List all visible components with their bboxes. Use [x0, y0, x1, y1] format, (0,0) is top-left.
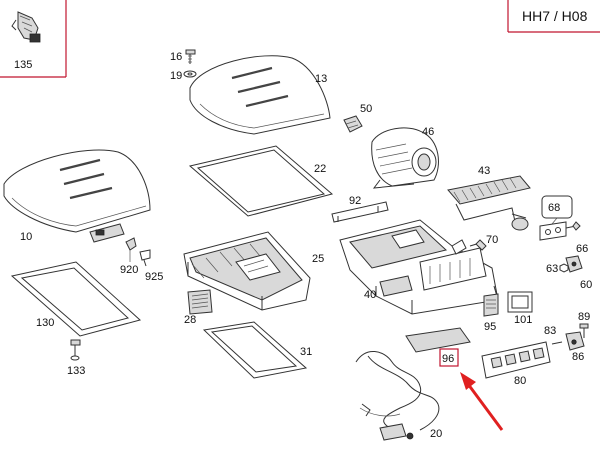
part-panel-80 [481, 341, 551, 379]
callout-101: 101 [514, 314, 532, 326]
callout-20: 20 [430, 428, 442, 440]
callout-133: 133 [67, 365, 85, 377]
part-harness-20 [355, 351, 440, 441]
part-bracket-92 [331, 201, 389, 223]
callout-50: 50 [360, 103, 372, 115]
part-panel-101 [507, 291, 533, 313]
callout-25: 25 [312, 253, 324, 265]
callout-83: 83 [544, 325, 556, 337]
callout-80: 80 [514, 375, 526, 387]
callout-16: 16 [170, 51, 182, 63]
callout-925: 925 [145, 271, 163, 283]
part-gasket-22 [188, 145, 334, 217]
part-screw-16 [185, 49, 196, 64]
model-code-box: HH7 / H08 [507, 0, 600, 33]
part-pad-96 [405, 327, 471, 353]
callout-70: 70 [486, 234, 498, 246]
callout-96: 96 [442, 353, 454, 365]
part-gasket-31 [202, 321, 308, 379]
callout-46: 46 [422, 126, 434, 138]
part-screw-133 [70, 339, 81, 361]
callout-10: 10 [20, 231, 32, 243]
callout-95: 95 [484, 321, 496, 333]
part-housing-25 [183, 231, 311, 311]
part-cover-10 [3, 149, 151, 243]
callout-68: 68 [548, 202, 560, 214]
part-heater-43 [447, 175, 531, 231]
callout-43: 43 [478, 165, 490, 177]
part-actuator-86 [565, 331, 585, 351]
inset-part-icon [11, 11, 41, 43]
part-nut-63 [559, 263, 569, 273]
callout-92: 92 [349, 195, 361, 207]
part-screw-70 [469, 239, 487, 251]
pointer-arrow [460, 372, 504, 431]
callout-130: 130 [36, 317, 54, 329]
callout-63: 63 [546, 263, 558, 275]
part-filter-28 [187, 289, 213, 315]
callout-86: 86 [572, 351, 584, 363]
part-seal-130 [10, 261, 142, 337]
part-clip-920 [125, 237, 137, 262]
part-bracket-68 [539, 217, 567, 241]
part-cover-13 [189, 55, 331, 135]
callout-13: 13 [315, 73, 327, 85]
part-screw-66 [565, 221, 581, 231]
model-code: HH7 / H08 [522, 8, 588, 24]
callout-60: 60 [580, 279, 592, 291]
part-blower-46 [371, 127, 439, 189]
inset-frame: 135 [0, 0, 67, 78]
part-clip-60 [565, 255, 583, 273]
part-filter-95 [483, 293, 499, 317]
inset-callout: 135 [14, 59, 32, 71]
callout-920: 920 [120, 264, 138, 276]
highlight-callout-96[interactable]: 96 [439, 348, 459, 367]
part-screw-83 [551, 341, 563, 345]
callout-66: 66 [576, 243, 588, 255]
part-clip-925 [139, 249, 151, 267]
callout-22: 22 [314, 163, 326, 175]
part-screw-89 [579, 323, 589, 338]
callout-28: 28 [184, 314, 196, 326]
callout-31: 31 [300, 346, 312, 358]
part-washer-19 [183, 70, 197, 78]
callout-19: 19 [170, 70, 182, 82]
callout-40: 40 [364, 289, 376, 301]
callout-89: 89 [578, 311, 590, 323]
part-connector-50 [343, 115, 363, 133]
